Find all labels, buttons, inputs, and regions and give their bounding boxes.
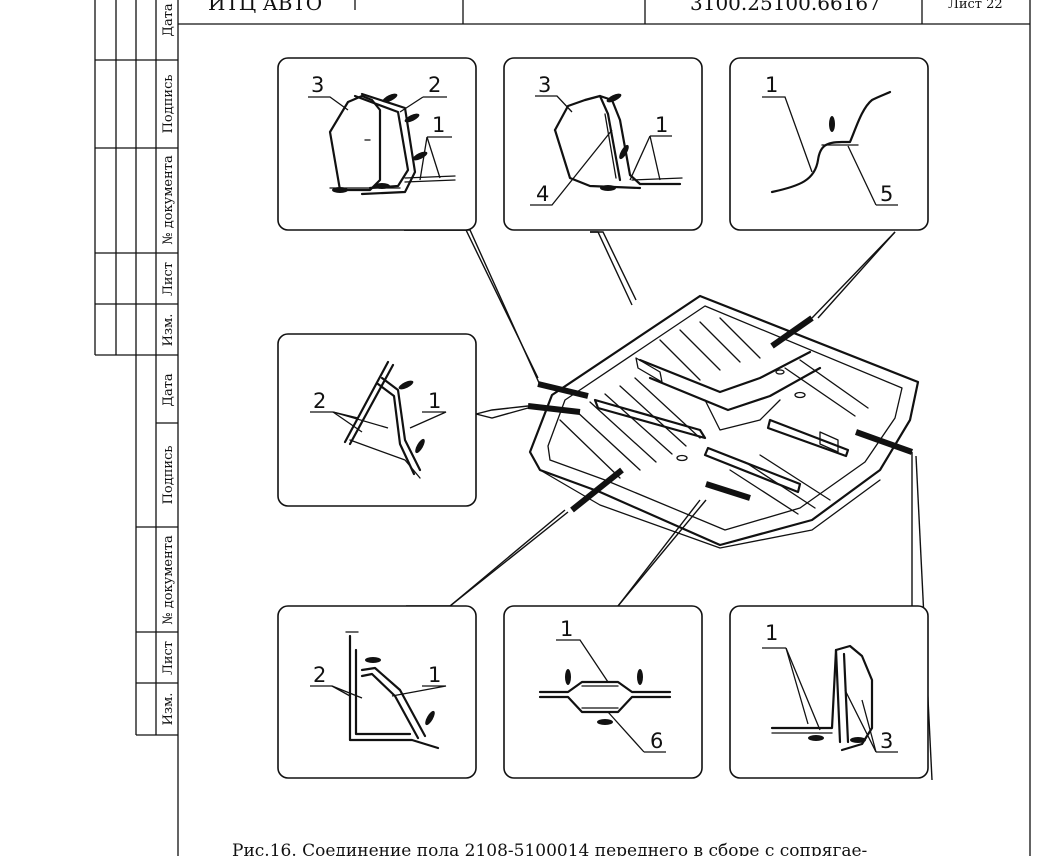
panel-3-callout-1: 1 [765,73,778,97]
panel-2-callout-4: 4 [536,182,549,206]
panel-5-callout-2: 2 [313,663,326,687]
panel-1-callout-2: 2 [428,73,441,97]
panel-6-callout-6: 6 [650,729,663,753]
detail-panel-4 [277,333,477,507]
header-document-code: 3100.25100.66167 [690,0,881,15]
page-frame [177,0,1031,856]
detail-panel-3 [729,57,929,231]
stamp-lower-document-number: № документа [161,535,176,625]
panel-1-callout-1: 1 [432,113,445,137]
panel-2-callout-1: 1 [655,113,668,137]
detail-panel-5 [277,605,477,779]
stamp-upper-revision: Изм. [161,314,176,347]
stamp-upper-sheet: Лист [161,262,176,296]
panel-5-callout-1: 1 [428,663,441,687]
panel-6-callout-1: 1 [560,617,573,641]
header-sheet: Лист 22 [948,0,1003,12]
floor-pan-illustration [528,294,920,549]
stamp-lower-date: Дата [161,373,176,407]
stamp-upper-signature: Подпись [161,75,176,134]
figure-caption: Рис.16. Соединение пола 2108-5100014 пер… [232,841,867,856]
detail-panel-6 [503,605,703,779]
stamp-lower-signature: Подпись [161,446,176,505]
panel-7-callout-3: 3 [880,729,893,753]
stamp-upper-document-number: № документа [161,155,176,245]
side-stamp [94,0,178,736]
detail-panel-1 [277,57,477,231]
panel-1-callout-3: 3 [311,73,324,97]
panel-4-callout-2: 2 [313,389,326,413]
panel-2-callout-3: 3 [538,73,551,97]
detail-panel-2 [503,57,703,231]
stamp-upper-date: Дата [161,3,176,37]
detail-panel-7 [729,605,929,779]
weld-seam-markers [527,315,914,513]
stamp-lower-revision: Изм. [161,693,176,726]
stamp-lower-sheet: Лист [161,641,176,675]
panel-3-callout-5: 5 [880,182,893,206]
header-organization: ИТЦ АВТО [208,0,322,15]
panel-4-callout-1: 1 [428,389,441,413]
panel-7-callout-1: 1 [765,621,778,645]
